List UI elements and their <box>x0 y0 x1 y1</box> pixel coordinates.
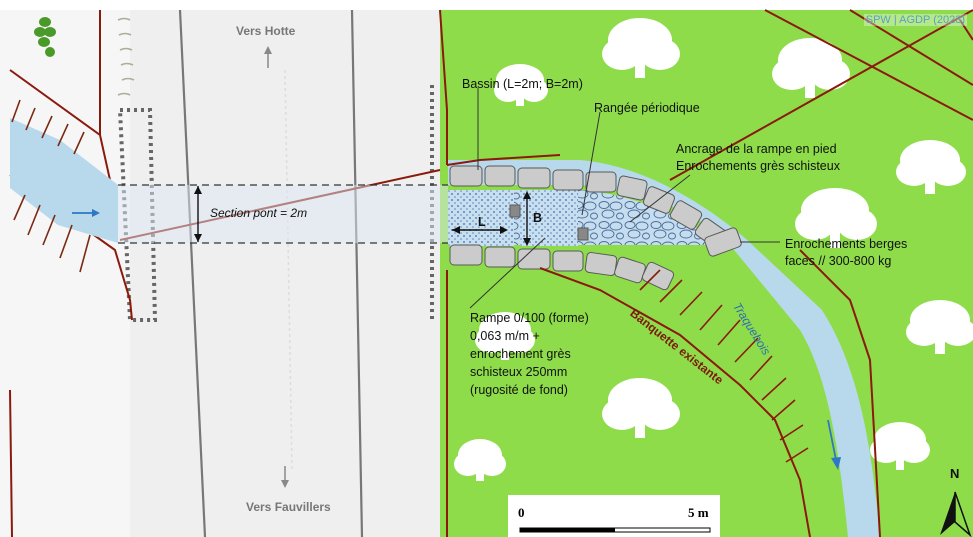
north-arrow-icon <box>940 491 972 537</box>
shrub-icon <box>34 17 56 57</box>
rampe-label-line4: schisteux 250mm <box>470 365 568 379</box>
rangee-label: Rangée périodique <box>594 101 700 115</box>
scale-end-label: 5 m <box>688 505 709 520</box>
tree-icons <box>454 18 973 481</box>
bassin-label: Bassin (L=2m; B=2m) <box>462 77 583 91</box>
road-area <box>130 10 440 537</box>
length-letter: L <box>478 215 486 229</box>
credit-label: SPW | AGDP (2023) <box>863 14 967 26</box>
north-label: N <box>950 466 960 481</box>
rampe-label-line3: enrochement grès <box>470 347 571 361</box>
direction-south-label: Vers Fauvillers <box>246 500 331 514</box>
width-letter: B <box>533 211 543 225</box>
berges-label-line2: faces // 300-800 kg <box>785 254 892 268</box>
section-label: Section pont = 2m <box>210 206 308 220</box>
rampe-label-line5: (rugosité de fond) <box>470 383 568 397</box>
west-stream <box>10 118 118 243</box>
direction-north-label: Vers Hotte <box>236 24 296 38</box>
rampe-label-line1: Rampe 0/100 (forme) <box>470 311 589 325</box>
rampe-label-line2: 0,063 m/m + <box>470 329 540 343</box>
scale-start-label: 0 <box>518 505 525 520</box>
ancrage-label-line1: Ancrage de la rampe en pied <box>676 142 837 156</box>
berges-label-line1: Enrochements berges <box>785 237 908 251</box>
ancrage-label-line2: Enrochements grès schisteux <box>676 159 840 173</box>
